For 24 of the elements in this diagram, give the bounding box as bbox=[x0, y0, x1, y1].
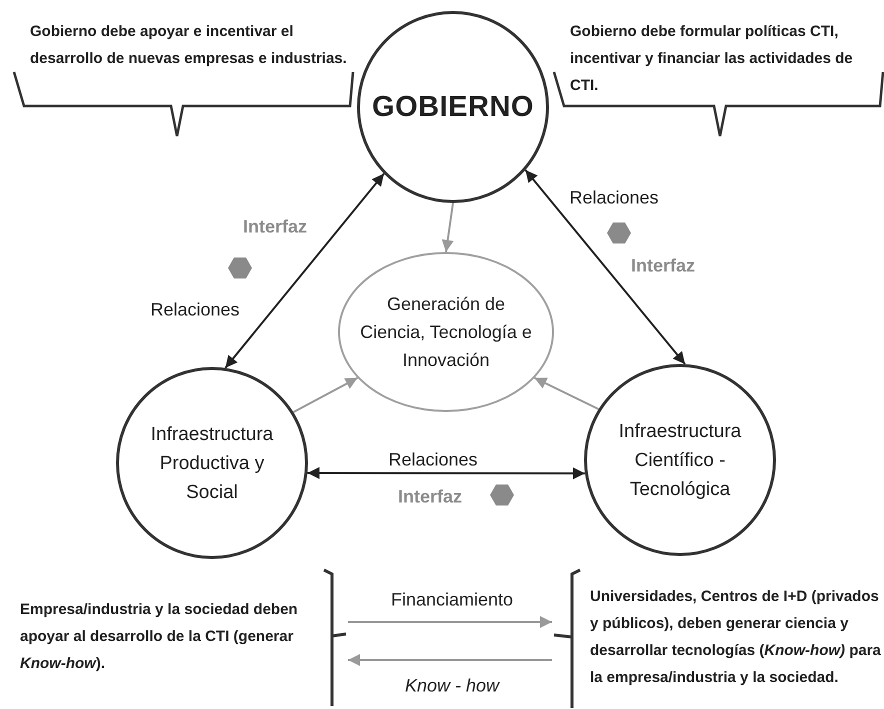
interface-label: Interfaz bbox=[398, 486, 462, 508]
arrow bbox=[224, 173, 385, 369]
node-text: Generación de Ciencia, Tecnología e Innovación bbox=[359, 293, 533, 372]
arrow bbox=[348, 616, 552, 628]
arrow bbox=[348, 654, 552, 666]
arrow bbox=[524, 169, 686, 365]
circle-node bbox=[584, 364, 776, 556]
node-text: Infraestructura Científico - Tecnológica bbox=[618, 420, 742, 502]
arrow bbox=[534, 376, 600, 410]
node-text: Empresa/industria y la sociedad deben apoyar al desarrollo de la CTI (generar Know-how). bbox=[20, 600, 299, 674]
arrow bbox=[307, 467, 585, 480]
circle-node bbox=[357, 11, 549, 203]
node-text: Gobierno debe formular políticas CTI, incentivar y financiar las actividades de CTI. bbox=[570, 22, 854, 96]
node-text: Infraestructura Productiva y Social bbox=[150, 422, 274, 504]
circle-node bbox=[116, 367, 308, 559]
node-text: Gobierno debe apoyar e incentivar el desarrollo de nuevas empresas e industrias. bbox=[30, 22, 348, 69]
arrow bbox=[292, 377, 358, 414]
bracket-note bbox=[552, 566, 884, 708]
node-title: GOBIERNO bbox=[372, 90, 534, 124]
arrow bbox=[442, 202, 454, 252]
interface-label: Interfaz bbox=[631, 256, 695, 276]
ellipse-node bbox=[338, 252, 554, 412]
interface-label: Interfaz bbox=[243, 216, 307, 238]
node-text: Universidades, Centros de I+D (privados y públicos), deben generar ciencia y desarrollar tecnologías (Know-how) para la empresa/industria y la sociedad. bbox=[590, 587, 882, 688]
